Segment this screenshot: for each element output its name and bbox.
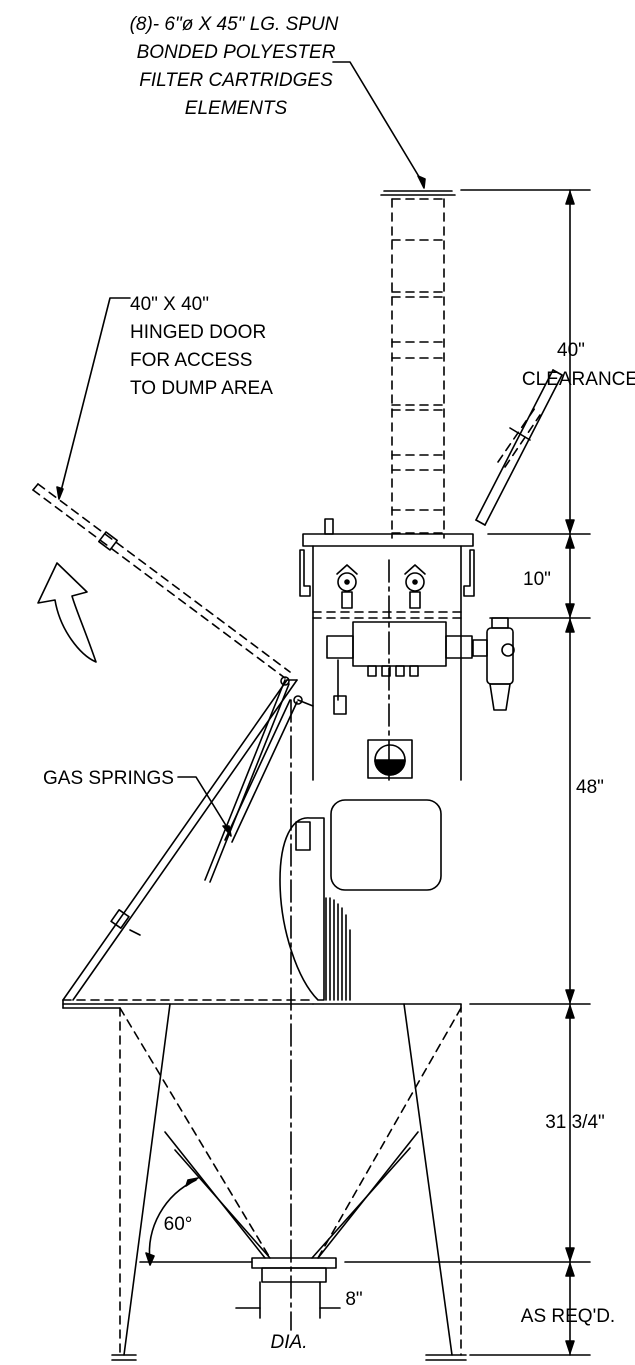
hopper [111, 1003, 467, 1361]
cabinet-dimension: 48" [576, 777, 604, 798]
dimension-lines [344, 189, 591, 1356]
door-callout-line-3: FOR ACCESS [130, 350, 252, 371]
gas-springs [204, 676, 314, 883]
legs-dimension: AS REQ'D. [521, 1306, 615, 1327]
angle-label: 60° [164, 1214, 193, 1235]
filter-callout: (8)- 6"ø X 45" LG. SPUN BONDED POLYESTER… [130, 14, 339, 119]
filter-cartridge [380, 190, 456, 539]
filter-regulator [472, 617, 515, 711]
door-closed-panel [62, 679, 298, 1001]
door-callout-line-2: HINGED DOOR [130, 322, 266, 343]
pressure-gauge [367, 739, 413, 779]
dimension-labels: 40" CLEARANCE 10" 48" 31 3/4" AS REQ'D. … [164, 340, 635, 1353]
springs-leader [177, 776, 231, 833]
valve-assemblies [336, 564, 426, 609]
door-leader-line [59, 297, 131, 496]
cabinet-body [290, 518, 475, 1331]
hopper-dimension: 31 3/4" [545, 1112, 605, 1133]
clearance-label: CLEARANCE [522, 369, 635, 390]
door-callout: 40" X 40" HINGED DOOR FOR ACCESS TO DUMP… [130, 294, 273, 399]
clearance-dimension: 40" [557, 340, 585, 361]
filter-callout-line-2: BONDED POLYESTER [137, 42, 336, 63]
filter-callout-line-3: FILTER CARTRIDGES [139, 70, 333, 91]
air-manifold [326, 621, 473, 715]
hinged-door [32, 483, 291, 679]
filter-callout-line-1: (8)- 6"ø X 45" LG. SPUN [130, 14, 339, 35]
open-lid [475, 369, 563, 526]
view-window [330, 799, 442, 891]
filter-callout-line-4: ELEMENTS [185, 98, 288, 119]
door-callout-line-4: TO DUMP AREA [130, 378, 273, 399]
filter-leader-line [332, 61, 425, 186]
gas-springs-label: GAS SPRINGS [43, 768, 174, 789]
outlet-label: DIA. [271, 1332, 308, 1353]
glove-port [279, 817, 351, 1001]
outlet-dimension: 8" [345, 1289, 362, 1310]
top-section-dimension: 10" [523, 569, 551, 590]
door-callout-line-1: 40" X 40" [130, 294, 209, 315]
door-swing-arrow [37, 562, 97, 663]
